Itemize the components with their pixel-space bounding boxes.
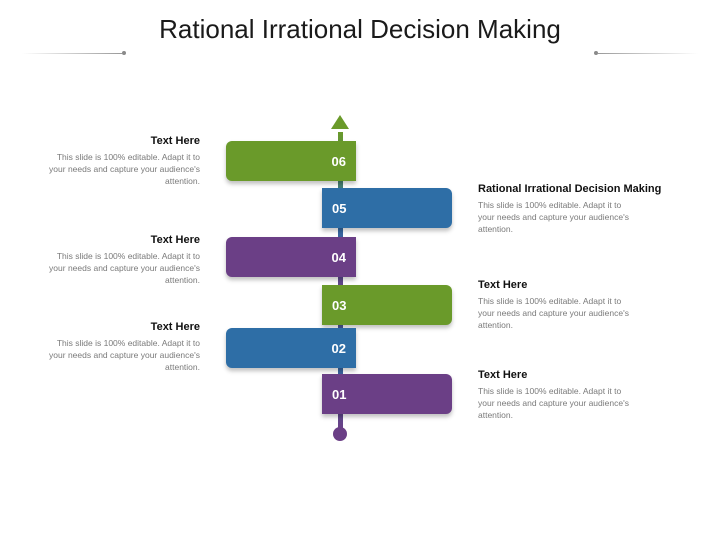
text-body: This slide is 100% editable. Adapt it to… <box>49 338 200 372</box>
arrow-up-icon <box>331 115 349 129</box>
text-heading: Text Here <box>150 321 200 333</box>
step-06: 06 <box>226 141 356 181</box>
step-02: 02 <box>226 328 356 368</box>
text-heading: Text Here <box>150 234 200 246</box>
step-number: 06 <box>331 153 346 169</box>
text-heading: Text Here <box>478 369 528 381</box>
step-04: 04 <box>226 237 356 277</box>
timeline-base-dot <box>333 427 347 441</box>
step-number: 05 <box>332 200 347 216</box>
step-01: 01 <box>322 374 452 414</box>
title-divider-right <box>598 53 698 54</box>
step-number: 02 <box>331 340 346 356</box>
step-05: 05 <box>322 188 452 228</box>
left-text-block-3: Text Here This slide is 100% editable. A… <box>40 321 200 373</box>
step-03: 03 <box>322 285 452 325</box>
right-text-block-1: Rational Irrational Decision Making This… <box>478 183 688 235</box>
text-heading: Text Here <box>150 135 200 147</box>
step-number: 03 <box>332 297 347 313</box>
step-number: 04 <box>331 249 346 265</box>
text-heading: Text Here <box>478 279 528 291</box>
step-number: 01 <box>332 386 347 402</box>
timeline-stem <box>338 132 343 430</box>
text-heading: Rational Irrational Decision Making <box>478 183 662 195</box>
right-text-block-2: Text Here This slide is 100% editable. A… <box>478 279 688 331</box>
left-text-block-2: Text Here This slide is 100% editable. A… <box>40 234 200 286</box>
text-body: This slide is 100% editable. Adapt it to… <box>478 386 629 420</box>
text-body: This slide is 100% editable. Adapt it to… <box>478 296 629 330</box>
text-body: This slide is 100% editable. Adapt it to… <box>49 251 200 285</box>
title-divider-dot-left <box>122 51 126 55</box>
left-text-block-1: Text Here This slide is 100% editable. A… <box>40 135 200 187</box>
text-body: This slide is 100% editable. Adapt it to… <box>49 152 200 186</box>
right-text-block-3: Text Here This slide is 100% editable. A… <box>478 369 688 421</box>
title-divider-dot-right <box>594 51 598 55</box>
title-divider-left <box>22 53 122 54</box>
slide-title: Rational Irrational Decision Making <box>159 14 561 44</box>
text-body: This slide is 100% editable. Adapt it to… <box>478 200 629 234</box>
